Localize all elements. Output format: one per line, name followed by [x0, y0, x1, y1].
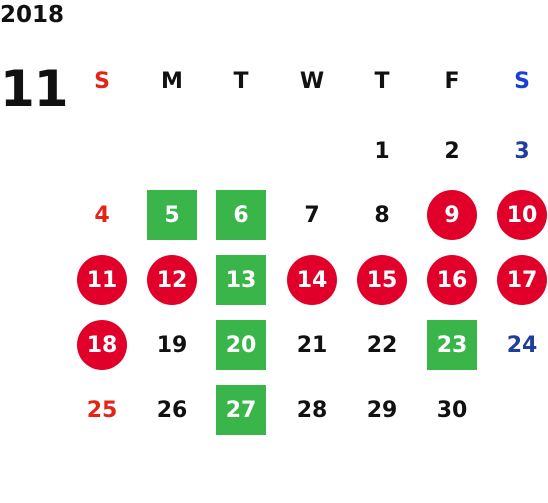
day-cell[interactable]: 9: [427, 190, 477, 240]
day-cell[interactable]: 6: [216, 190, 266, 240]
day-cell[interactable]: 22: [366, 332, 398, 358]
day-cell[interactable]: 12: [147, 255, 197, 305]
day-cell[interactable]: 30: [436, 397, 468, 423]
day-cell[interactable]: 21: [296, 332, 328, 358]
day-cell[interactable]: 27: [216, 385, 266, 435]
day-cell[interactable]: 3: [514, 138, 530, 164]
day-cell[interactable]: 10: [497, 190, 547, 240]
day-cell[interactable]: 29: [366, 397, 398, 423]
day-cell[interactable]: 5: [147, 190, 197, 240]
day-cell[interactable]: 8: [374, 202, 390, 228]
weekday-saturday: S: [514, 68, 530, 94]
month-number: 11: [0, 60, 69, 118]
weekday-tuesday: T: [233, 68, 249, 94]
day-cell[interactable]: 24: [506, 332, 538, 358]
weekday-monday: M: [161, 68, 183, 94]
day-cell[interactable]: 18: [77, 320, 127, 370]
day-cell[interactable]: 25: [86, 397, 118, 423]
day-cell[interactable]: 26: [156, 397, 188, 423]
day-cell[interactable]: 14: [287, 255, 337, 305]
day-cell[interactable]: 15: [357, 255, 407, 305]
day-cell[interactable]: 13: [216, 255, 266, 305]
weekday-sunday: S: [94, 68, 110, 94]
day-cell[interactable]: 11: [77, 255, 127, 305]
day-cell[interactable]: 4: [94, 202, 110, 228]
day-cell[interactable]: 17: [497, 255, 547, 305]
year-label: 2018: [0, 2, 65, 28]
day-cell[interactable]: 1: [374, 138, 390, 164]
day-cell[interactable]: 28: [296, 397, 328, 423]
weekday-wednesday: W: [299, 68, 325, 94]
day-cell[interactable]: 16: [427, 255, 477, 305]
weekday-thursday: T: [374, 68, 390, 94]
day-cell[interactable]: 20: [216, 320, 266, 370]
day-cell[interactable]: 2: [444, 138, 460, 164]
weekday-friday: F: [444, 68, 460, 94]
day-cell[interactable]: 7: [304, 202, 320, 228]
day-cell[interactable]: 19: [156, 332, 188, 358]
day-cell[interactable]: 23: [427, 320, 477, 370]
